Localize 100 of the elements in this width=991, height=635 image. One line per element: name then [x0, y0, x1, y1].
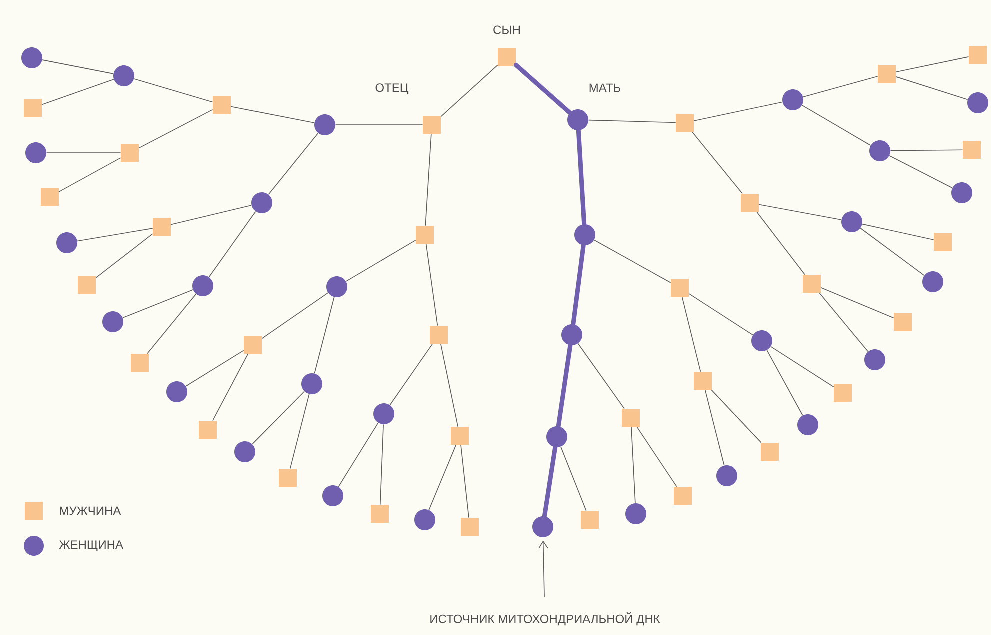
- male-square: [834, 384, 852, 402]
- male-square: [199, 421, 217, 439]
- lineage-line: [571, 243, 586, 327]
- node-label: ОТЕЦ: [376, 84, 409, 94]
- female-circle: [716, 466, 738, 486]
- connector-line: [230, 106, 315, 124]
- connector-line: [314, 296, 335, 374]
- male-square: [969, 46, 987, 64]
- female-circle: [546, 426, 568, 448]
- connector-line: [711, 390, 762, 444]
- connector-line: [820, 287, 894, 319]
- male-square: [674, 487, 692, 505]
- female-circle: [782, 90, 804, 110]
- connector-line: [390, 344, 433, 406]
- connector-line: [252, 391, 305, 445]
- connector-line: [290, 394, 310, 470]
- female-circle: [326, 276, 348, 298]
- connector-line: [594, 240, 672, 284]
- lineage-line: [514, 62, 572, 116]
- connector-line: [440, 64, 498, 118]
- connector-line: [819, 292, 869, 352]
- male-square: [622, 409, 640, 427]
- connector-line: [77, 228, 154, 242]
- male-square: [24, 99, 42, 117]
- connector-line: [631, 426, 636, 504]
- female-circle: [314, 114, 336, 136]
- connector-line: [588, 120, 676, 124]
- lineage-line: [576, 128, 587, 227]
- connector-line: [688, 294, 754, 336]
- male-square: [676, 114, 694, 132]
- connector-line: [96, 234, 154, 278]
- caption-text: ИСТОЧНИК МИТОХОНДРИАЛЬНОЙ ДНК: [430, 612, 660, 626]
- female-circle: [114, 66, 134, 86]
- connector-line: [704, 390, 725, 466]
- lineage-line: [542, 445, 558, 519]
- female-circle: [562, 324, 582, 346]
- male-square: [894, 313, 912, 331]
- female-circle: [252, 192, 272, 214]
- male-square: [279, 469, 297, 487]
- connector-line: [134, 78, 214, 103]
- connector-line: [208, 211, 256, 278]
- connector-line: [682, 296, 702, 372]
- connector-line: [338, 422, 379, 488]
- connector-line: [380, 424, 384, 506]
- male-square: [213, 96, 231, 114]
- connector-line: [460, 444, 470, 518]
- female-circle: [752, 330, 772, 352]
- male-square: [803, 275, 821, 293]
- connector-line: [896, 76, 968, 100]
- lineage-line: [556, 343, 573, 429]
- connector-line: [425, 134, 432, 226]
- female-circle: [842, 212, 862, 232]
- connector-line: [426, 244, 438, 326]
- connector-line: [262, 292, 329, 340]
- male-square: [78, 276, 96, 294]
- female-circle: [798, 414, 818, 436]
- connector-line: [122, 290, 194, 318]
- female-circle: [234, 442, 256, 462]
- connector-line: [889, 155, 953, 189]
- male-square: [581, 511, 599, 529]
- male-square: [694, 372, 712, 390]
- connector-line: [58, 158, 122, 192]
- female-circle: [626, 504, 646, 524]
- connector-line: [862, 224, 934, 240]
- male-square: [451, 427, 469, 445]
- male-square: [761, 443, 779, 461]
- male-square: [371, 505, 389, 523]
- connector-line: [860, 228, 925, 276]
- female-circle: [166, 382, 188, 402]
- connector-line: [42, 60, 114, 74]
- connector-line: [802, 105, 872, 146]
- connector-line: [756, 212, 806, 276]
- female-circle: [322, 486, 344, 506]
- female-circle: [22, 48, 42, 68]
- legend-label: МУЖЧИНА: [60, 506, 122, 516]
- connector-line: [147, 294, 197, 354]
- connector-line: [770, 346, 834, 388]
- connector-line: [560, 446, 587, 512]
- male-square: [121, 144, 139, 162]
- connector-line: [636, 426, 678, 488]
- female-circle: [922, 272, 944, 292]
- female-circle: [102, 312, 124, 332]
- connector-line: [42, 79, 114, 106]
- male-square: [878, 65, 896, 83]
- connector-line: [186, 350, 244, 387]
- connector-line: [890, 150, 964, 152]
- male-square: [741, 194, 759, 212]
- male-square: [131, 354, 149, 372]
- connector-line: [440, 344, 458, 428]
- female-circle: [532, 516, 554, 538]
- male-square: [963, 141, 981, 159]
- arrow: [538, 540, 548, 598]
- female-circle: [864, 350, 886, 370]
- connector-line: [766, 350, 804, 416]
- female-circle: [192, 276, 214, 296]
- connector-line: [694, 102, 783, 122]
- male-square: [244, 336, 262, 354]
- male-square: [416, 226, 434, 244]
- female-circle: [568, 110, 588, 130]
- male-square: [461, 518, 479, 536]
